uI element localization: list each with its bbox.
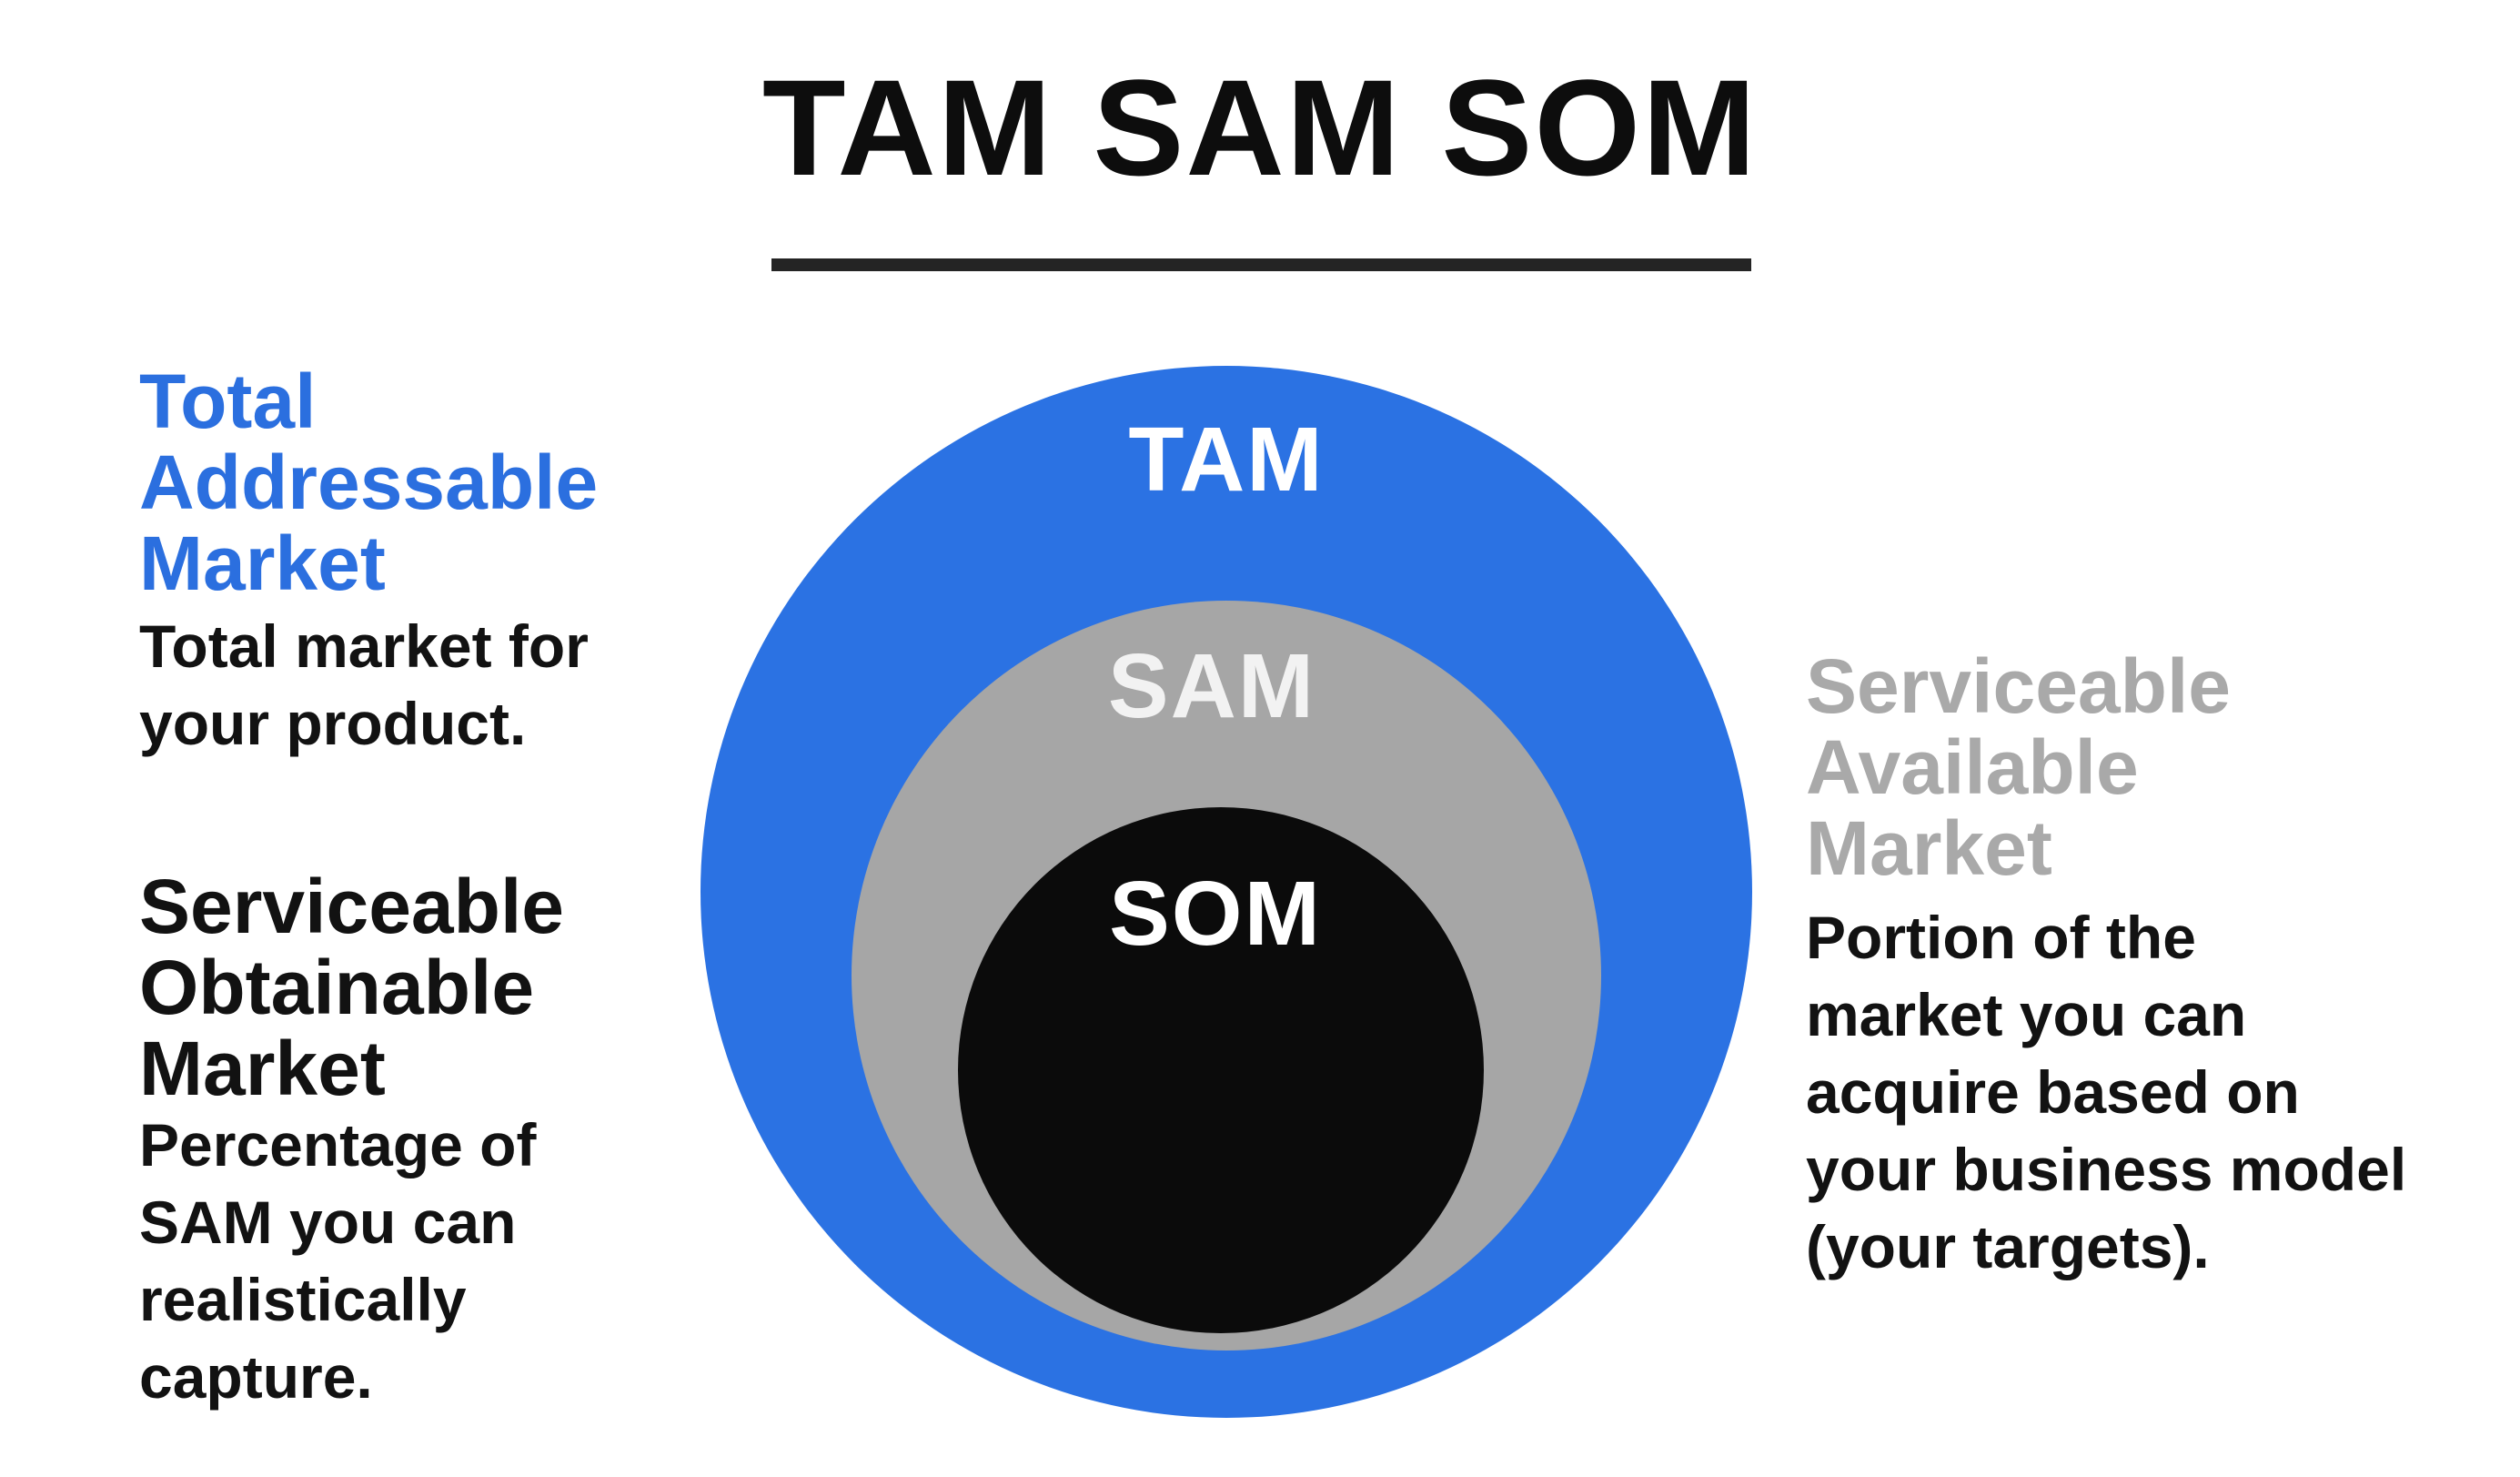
som-circle-label: SOM — [1109, 863, 1322, 965]
sam-heading: Serviceable Available Market — [1806, 643, 2232, 891]
tam-description: Total market for your product. — [139, 612, 589, 757]
som-description: Percentage of SAM you can realistically … — [139, 1111, 537, 1411]
som-heading: Serviceable Obtainable Market — [139, 864, 565, 1111]
page-title: TAM SAM SOM — [761, 51, 1759, 204]
tam-circle-label: TAM — [1128, 409, 1325, 511]
title-underline — [771, 258, 1751, 271]
som-circle — [958, 807, 1484, 1333]
sam-circle-label: SAM — [1107, 635, 1316, 737]
tam-heading: Total Addressable Market — [139, 359, 599, 606]
sam-description: Portion of the market you can acquire ba… — [1806, 904, 2407, 1280]
